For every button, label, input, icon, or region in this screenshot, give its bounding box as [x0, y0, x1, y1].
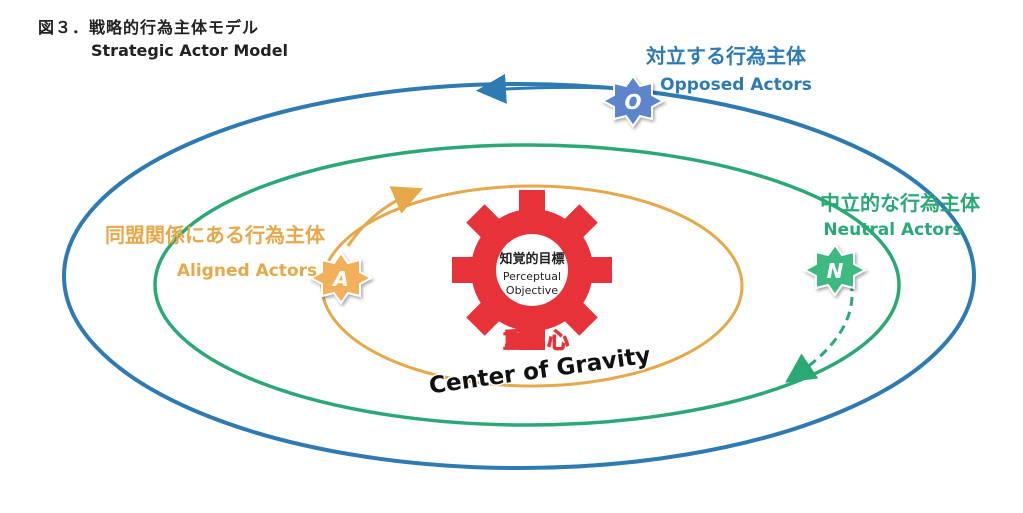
gear-icon: [452, 190, 612, 350]
aligned-badge-letter: A: [331, 267, 348, 291]
aligned-label-jp: 同盟関係にある行為主体: [105, 223, 326, 247]
aligned-label-en: Aligned Actors: [177, 261, 317, 281]
perceptual-objective-jp: 知覚的目標: [499, 251, 564, 267]
opposed-actor-badge: [600, 74, 666, 128]
figure-title-en: Strategic Actor Model: [91, 41, 289, 60]
opposed-badge-letter: O: [624, 90, 641, 114]
figure-title-jp: 図３．戦略的行為主体モデル: [38, 18, 260, 37]
neutral-label-en: Neutral Actors: [823, 220, 962, 240]
opposed-orbit: [62, 82, 976, 470]
center-of-gravity-jp: 重 心: [503, 329, 569, 354]
neutral-label-jp: 中立的な行為主体: [820, 191, 981, 215]
aligned-actor-badge: [308, 251, 374, 305]
neutral-badge-letter: N: [827, 259, 844, 283]
opposed-label-jp: 対立する行為主体: [645, 44, 807, 68]
neutral-actor-badge: [802, 243, 868, 297]
perceptual-objective-en-1: Perceptual: [503, 270, 561, 283]
neutral-orbit: [153, 143, 901, 427]
perceptual-objective-en-2: Objective: [506, 284, 558, 297]
figure-caption: 図３．戦略的行為主体モデル Strategic Actor Model: [38, 14, 288, 60]
opposed-label-en: Opposed Actors: [660, 75, 812, 95]
aligned-arrow: [346, 186, 424, 247]
opposed-arrow: [476, 73, 609, 104]
neutral-arrow: [785, 281, 854, 383]
